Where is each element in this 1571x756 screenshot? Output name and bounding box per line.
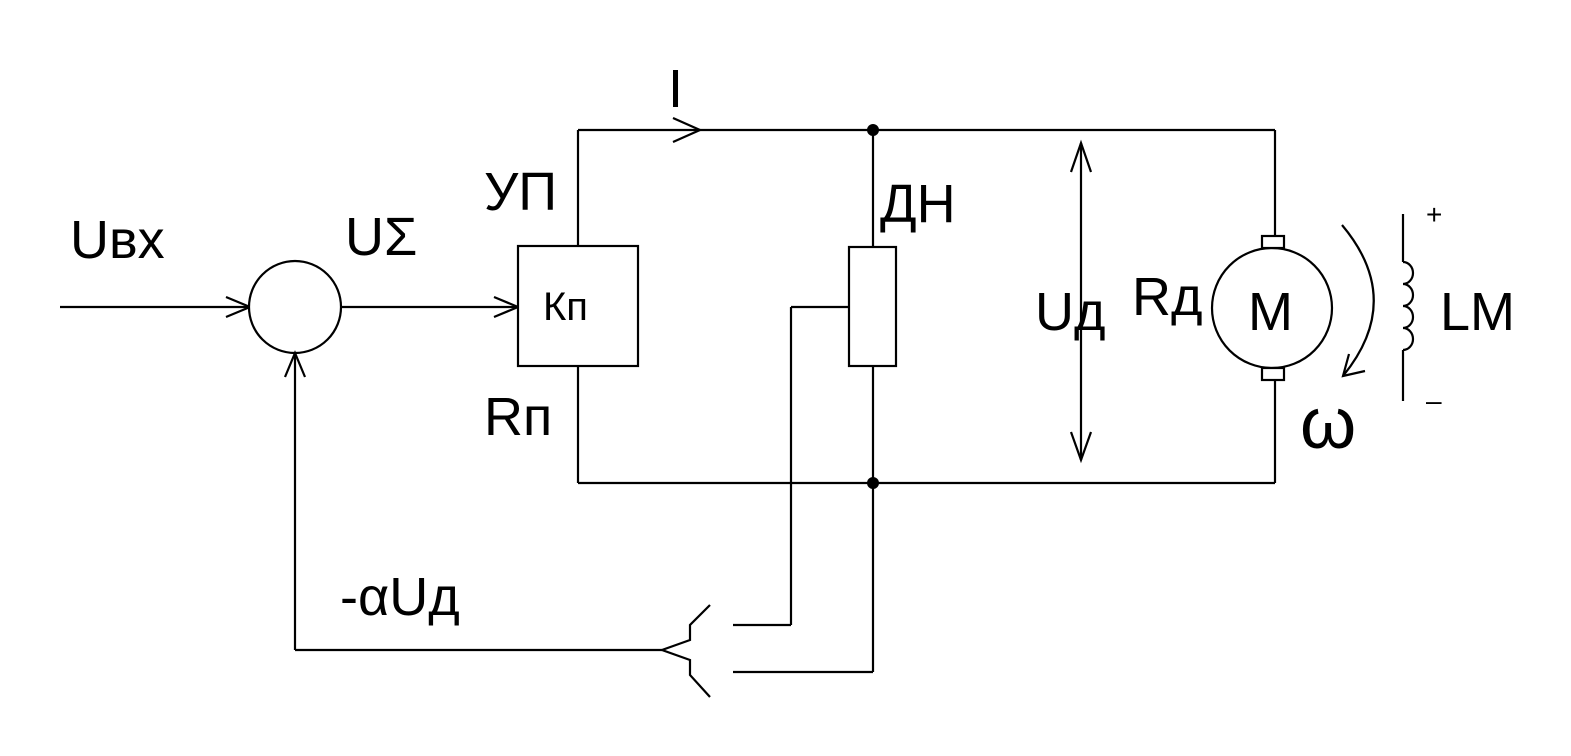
motor-voltage-label: Uд	[1035, 282, 1106, 342]
voltage-divider-resistor	[847, 245, 898, 368]
field-plus-label: +	[1426, 199, 1442, 230]
motor-resistance-label: Rд	[1132, 267, 1203, 327]
motor-top-brush	[1260, 234, 1286, 250]
summing-junction	[247, 259, 343, 355]
rotation-arrow	[1341, 224, 1375, 377]
converter-gain-label: Кп	[543, 285, 588, 329]
motor-bottom-brush	[1260, 366, 1286, 382]
motor-voltage-arrow-top	[1069, 139, 1093, 173]
motor-label: M	[1248, 282, 1293, 342]
field-minus-label: –	[1426, 385, 1442, 416]
feedback-arrowhead	[283, 350, 307, 378]
input-label: Uвх	[70, 210, 165, 270]
field-winding-label: LM	[1440, 282, 1515, 342]
converter-block	[516, 244, 640, 368]
sum-label: UΣ	[345, 207, 417, 267]
converter-resistance-label: Rп	[484, 387, 552, 447]
motor-voltage-arrow-bottom	[1069, 431, 1093, 464]
rotation-arrowhead	[1341, 353, 1366, 378]
current-arrowhead	[672, 116, 703, 144]
converter-label: УП	[484, 162, 557, 222]
current-label: I	[668, 59, 683, 119]
field-winding-coil	[1402, 260, 1415, 352]
voltage-sensor-label: ДН	[880, 174, 956, 234]
feedback-brace	[658, 604, 711, 698]
speed-label: ω	[1300, 384, 1356, 464]
feedback-label: -αUд	[340, 567, 460, 627]
